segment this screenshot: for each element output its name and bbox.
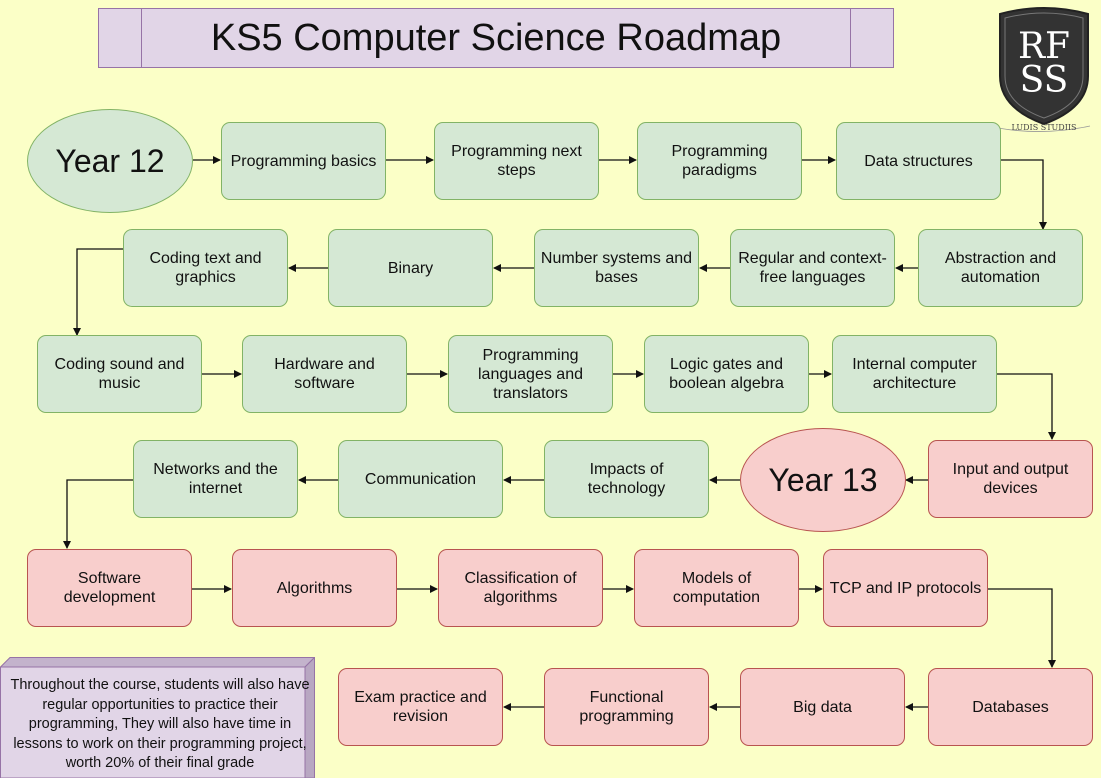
topic-node: Regular and context-free languages bbox=[730, 229, 895, 307]
year-12-marker: Year 12 bbox=[27, 109, 193, 213]
topic-node: Input and output devices bbox=[928, 440, 1093, 518]
topic-node: Internal computer architecture bbox=[832, 335, 997, 413]
topic-node: Networks and the internet bbox=[133, 440, 298, 518]
topic-node: Impacts of technology bbox=[544, 440, 709, 518]
topic-node: Number systems and bases bbox=[534, 229, 699, 307]
arrow bbox=[988, 588, 1056, 668]
topic-node: Coding text and graphics bbox=[123, 229, 288, 307]
title-divider-right bbox=[850, 9, 851, 67]
topic-node: Communication bbox=[338, 440, 503, 518]
logo-motto: LUDIS STUDIIS bbox=[1012, 123, 1077, 132]
arrow bbox=[73, 248, 123, 336]
topic-node: Exam practice and revision bbox=[338, 668, 503, 746]
course-note-box bbox=[0, 657, 315, 778]
topic-node: Abstraction and automation bbox=[918, 229, 1083, 307]
topic-node: Functional programming bbox=[544, 668, 709, 746]
topic-node: Hardware and software bbox=[242, 335, 407, 413]
page-title: KS5 Computer Science Roadmap bbox=[210, 16, 782, 59]
topic-node: Algorithms bbox=[232, 549, 397, 627]
school-logo: RF SS LUDIS STUDIIS bbox=[997, 7, 1091, 132]
topic-node: Programming basics bbox=[221, 122, 386, 200]
topic-node: Programming languages and translators bbox=[448, 335, 613, 413]
topic-node: Classification of algorithms bbox=[438, 549, 603, 627]
topic-node: Databases bbox=[928, 668, 1093, 746]
roadmap-title-box: KS5 Computer Science Roadmap bbox=[98, 8, 894, 68]
topic-node: Software development bbox=[27, 549, 192, 627]
topic-node: Logic gates and boolean algebra bbox=[644, 335, 809, 413]
topic-node: Binary bbox=[328, 229, 493, 307]
logo-letters-top: RF bbox=[1018, 26, 1070, 67]
arrow bbox=[997, 373, 1056, 440]
topic-node: Big data bbox=[740, 668, 905, 746]
logo-letters-bottom: SS bbox=[1020, 60, 1069, 101]
topic-node: Models of computation bbox=[634, 549, 799, 627]
year-13-marker: Year 13 bbox=[740, 428, 906, 532]
topic-node: TCP and IP protocols bbox=[823, 549, 988, 627]
arrow bbox=[63, 479, 133, 549]
course-note-text: Throughout the course, students will als… bbox=[10, 677, 310, 771]
topic-node: Coding sound and music bbox=[37, 335, 202, 413]
arrow bbox=[1001, 159, 1047, 230]
topic-node: Programming next steps bbox=[434, 122, 599, 200]
topic-node: Data structures bbox=[836, 122, 1001, 200]
title-divider-left bbox=[141, 9, 142, 67]
topic-node: Programming paradigms bbox=[637, 122, 802, 200]
